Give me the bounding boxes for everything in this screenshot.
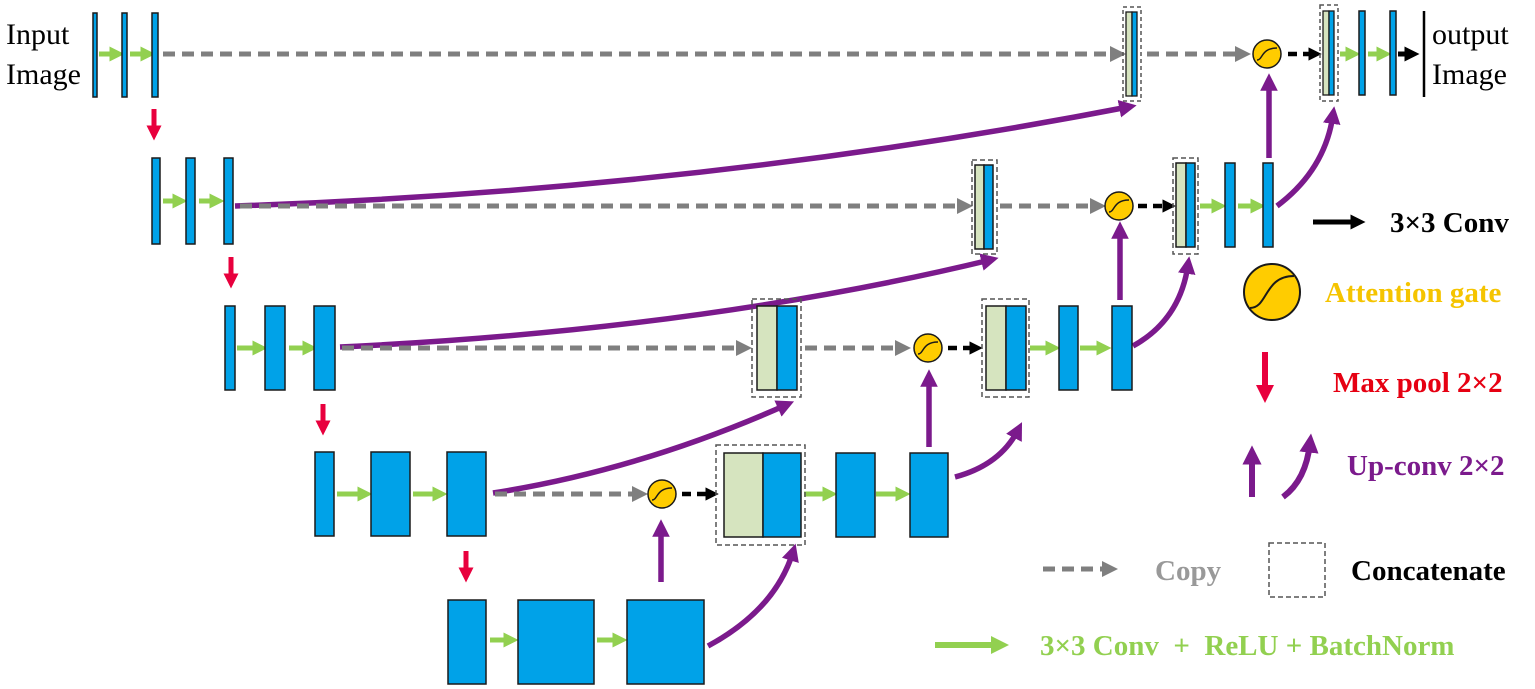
concat-block-l1 xyxy=(1319,4,1339,102)
encoder-feature-maps xyxy=(92,12,705,685)
upconv-curve-level2 xyxy=(1275,106,1341,209)
copied-feature-map xyxy=(985,305,1007,391)
feature-map-l1 xyxy=(121,12,128,98)
upconv-curve-level3 xyxy=(1131,256,1196,349)
feature-map-dec-l2 xyxy=(1262,162,1274,248)
copy-arrows xyxy=(163,45,1252,503)
gate-output-arrows xyxy=(682,47,1322,501)
output-label-line1: output xyxy=(1432,18,1509,51)
concat-dashed-box xyxy=(1122,6,1142,102)
feature-map-l3 xyxy=(313,305,336,391)
feature-map-l2 xyxy=(151,157,161,245)
concat-dashed-box xyxy=(971,159,998,255)
feature-map-l2 xyxy=(223,157,234,245)
upconv-curve-level4 xyxy=(954,422,1023,480)
sigmoid-circle-icon xyxy=(1104,191,1134,221)
feature-map-l3 xyxy=(224,305,236,391)
legend-concat-box-icon xyxy=(1268,542,1326,598)
upconv-curves xyxy=(234,100,1341,649)
feature-map-l4 xyxy=(446,451,487,537)
copied-feature-map xyxy=(723,452,764,538)
upsampled-feature-map xyxy=(1131,11,1138,97)
concat-block-l3-copy xyxy=(751,298,802,398)
sigmoid-circle-icon xyxy=(647,479,677,509)
upconv-skip-curve-level4 xyxy=(492,400,795,496)
legend-upconv-curve-icon xyxy=(1281,433,1319,500)
upsampled-feature-map xyxy=(762,452,802,538)
copied-feature-map xyxy=(1125,11,1133,97)
conv-arrows xyxy=(99,46,1392,648)
feature-map-bottleneck xyxy=(447,599,487,685)
concat-block-l3 xyxy=(981,298,1030,398)
output-label-line2: Image xyxy=(1432,58,1507,91)
feature-map-dec-l3 xyxy=(1058,305,1079,391)
legend-attention-gate-icon xyxy=(1243,263,1301,321)
upsampled-feature-map xyxy=(1005,305,1027,391)
upconv-vertical-arrows xyxy=(652,73,1278,582)
feature-map-l1 xyxy=(151,12,159,98)
feature-map-dec-l2 xyxy=(1224,162,1236,248)
copied-feature-map xyxy=(1175,162,1187,248)
attention-gate-l3 xyxy=(913,333,943,363)
upsampled-feature-map xyxy=(1328,10,1335,96)
sigmoid-curve xyxy=(1256,47,1278,61)
input-label-line1: Input xyxy=(6,18,70,51)
feature-map-dec-l4 xyxy=(835,452,876,538)
concat-block-l1-copy xyxy=(1122,6,1142,102)
legend-copy-label: Copy xyxy=(1155,555,1222,587)
copied-feature-map xyxy=(974,164,985,250)
concat-dashed-box xyxy=(1172,157,1199,255)
feature-map-dec-l1 xyxy=(1358,10,1366,96)
upconv-skip-curve-level2 xyxy=(234,100,1137,209)
attention-gate-l4 xyxy=(647,479,677,509)
copied-feature-map xyxy=(1322,10,1330,96)
feature-map-l4 xyxy=(370,451,411,537)
concat-dashed-box xyxy=(1319,4,1339,102)
sigmoid-curve xyxy=(917,341,939,355)
input-image-map xyxy=(92,12,98,98)
concat-dashed-box xyxy=(751,298,802,398)
input-label-line2: Image xyxy=(6,58,81,91)
legend-conv-relu-bn-label: 3×3 Conv + ReLU + BatchNorm xyxy=(1040,630,1454,662)
feature-map-l4 xyxy=(314,451,335,537)
attention-gates xyxy=(647,39,1282,509)
feature-map-l3 xyxy=(264,305,286,391)
concat-dashed-box xyxy=(715,444,806,546)
legend-maxpool-label: Max pool 2×2 xyxy=(1333,367,1503,399)
upsampled-feature-map xyxy=(1185,162,1196,248)
attention-gate-l1 xyxy=(1252,39,1282,69)
legend: 3×3 Conv Attention gate Max pool 2×2 Up-… xyxy=(935,207,1509,662)
sigmoid-curve xyxy=(651,487,673,501)
feature-map-dec-l4 xyxy=(909,452,949,538)
concat-dashed-box xyxy=(981,298,1030,398)
feature-map-bottleneck xyxy=(626,599,705,685)
concat-block-l4 xyxy=(715,444,806,546)
sigmoid-curve xyxy=(1108,199,1130,213)
feature-map-dec-l1 xyxy=(1389,10,1397,96)
maxpool-arrows xyxy=(146,109,474,583)
legend-attention-label: Attention gate xyxy=(1325,277,1502,309)
sigmoid-circle-icon xyxy=(1252,39,1282,69)
feature-map-bottleneck xyxy=(517,599,595,685)
legend-upconv-label: Up-conv 2×2 xyxy=(1347,450,1505,482)
concat-block-l2 xyxy=(1172,157,1199,255)
copied-feature-map xyxy=(756,305,778,391)
upsampled-feature-map xyxy=(776,305,798,391)
attention-gate-l2 xyxy=(1104,191,1134,221)
upconv-skip-curve-level3 xyxy=(339,253,999,350)
upconv-curve-bottleneck xyxy=(706,543,799,649)
upsampled-feature-map xyxy=(983,164,994,250)
decoder-feature-maps xyxy=(835,10,1397,538)
legend-concat-label: Concatenate xyxy=(1351,555,1506,587)
legend-conv-label: 3×3 Conv xyxy=(1390,207,1509,239)
sigmoid-curve xyxy=(1249,275,1295,309)
sigmoid-circle-icon xyxy=(913,333,943,363)
feature-map-l2 xyxy=(185,157,196,245)
concat-block-l2-copy xyxy=(971,159,998,255)
feature-map-dec-l3 xyxy=(1111,305,1133,391)
